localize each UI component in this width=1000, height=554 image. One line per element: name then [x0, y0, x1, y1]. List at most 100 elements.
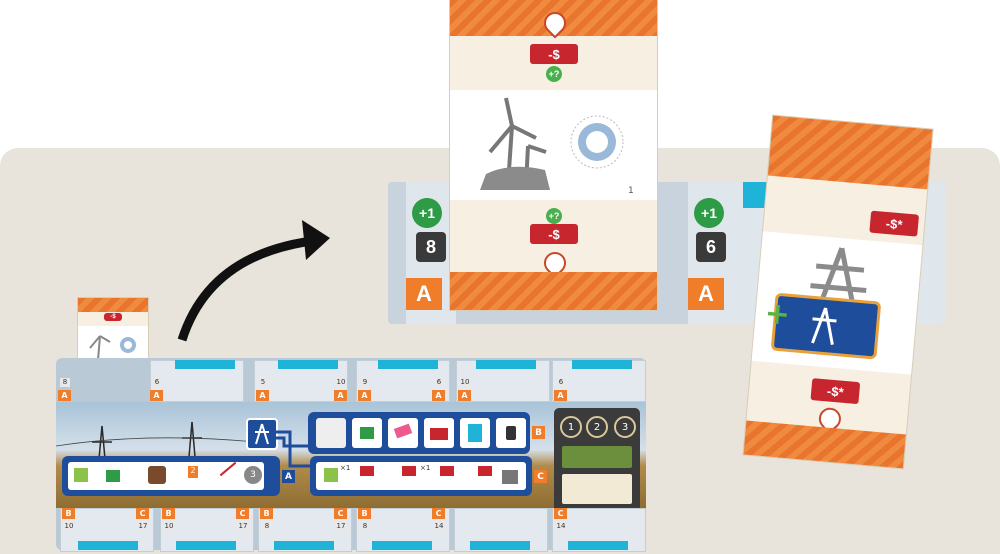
track-label: B [532, 426, 545, 439]
cyan-strip [470, 541, 530, 550]
tile-center: 1 [450, 90, 657, 200]
zone-label: C [334, 508, 347, 519]
track-space[interactable] [388, 418, 418, 448]
track-space[interactable] [316, 418, 346, 448]
round-circle: 2 [586, 416, 608, 438]
zone-label: A [432, 390, 445, 401]
factory-icon [502, 470, 518, 484]
cyan-strip [378, 360, 438, 369]
round-info-panel: 1 2 3 [554, 408, 640, 512]
slot-cost: 9 [360, 378, 370, 387]
cyan-strip [572, 360, 632, 369]
green-bonus-icon: +? [546, 66, 562, 82]
slot-cost: 17 [238, 522, 248, 531]
cost-chip-icon [440, 466, 454, 476]
cyan-strip [176, 541, 236, 550]
track-space[interactable] [460, 418, 490, 448]
cyan-strip [274, 541, 334, 550]
round-token: 3 [244, 466, 262, 484]
cyan-strip [568, 541, 628, 550]
zone-label: A [358, 390, 371, 401]
track-space[interactable] [424, 418, 454, 448]
track-space[interactable] [496, 418, 526, 448]
multiplier: ×1 [340, 464, 351, 472]
track-space[interactable] [352, 418, 382, 448]
pylon-icon [255, 423, 269, 445]
slot-cost: 17 [138, 522, 148, 531]
upper-track [308, 412, 530, 454]
slot-cost: 14 [434, 522, 444, 531]
green-bonus-badge: +1 [694, 198, 724, 228]
wind-turbine-tile-large[interactable]: -$ +? 1 +? -$ [450, 0, 657, 310]
zone-a-label: A [406, 278, 442, 310]
zone-label: C [136, 508, 149, 519]
cost-banner: -$* [869, 210, 920, 237]
leaf-icon [324, 468, 338, 482]
multiplier: ×1 [420, 464, 431, 472]
cost-banner: -$* [810, 378, 861, 405]
zone-label: B [260, 508, 273, 519]
curved-arrow-icon [177, 220, 330, 342]
card-icons-row [562, 446, 632, 468]
plus-icon: + [763, 295, 792, 333]
cyan-strip [175, 360, 235, 369]
tile-center [78, 326, 148, 364]
lower-right-track: ×1 ×1 [310, 456, 532, 496]
wind-turbine-icon [89, 335, 136, 361]
slot-cost: 10 [164, 522, 174, 531]
pylon-tile-tilted[interactable]: -$* + -$* [743, 115, 933, 469]
phone-icon [506, 426, 516, 440]
track-connector [272, 430, 310, 468]
score-chip: 2 [188, 466, 198, 478]
striped-bottom [450, 272, 657, 310]
striped-top [78, 298, 148, 312]
round-circle: 1 [560, 416, 582, 438]
pylon-start-token[interactable] [246, 418, 278, 450]
building-icon [360, 427, 374, 439]
striped-top [767, 115, 933, 190]
track-label: C [534, 470, 547, 483]
zone-label: A [334, 390, 347, 401]
slot-cost: 10 [64, 522, 74, 531]
zone-label: B [358, 508, 371, 519]
zone-label: A [58, 390, 71, 401]
zone-label: A [458, 390, 471, 401]
cost-banner: -$ [530, 44, 578, 64]
slot-cost: 6 [434, 378, 444, 387]
solar-icon [74, 468, 88, 482]
slot-cost: 8 [360, 522, 370, 531]
tile-number: 1 [628, 186, 634, 196]
zone-label: C [432, 508, 445, 519]
scoring-icons [562, 474, 632, 504]
hand-icon [148, 466, 166, 484]
zone-a-label: A [688, 278, 724, 310]
slot-cost: 5 [258, 378, 268, 387]
cost-chip-icon [360, 466, 374, 476]
zone-label: B [62, 508, 75, 519]
pylon-icon [811, 307, 837, 345]
zone-label: A [150, 390, 163, 401]
cost-badge: 6 [696, 232, 726, 262]
cost-banner: -$ [104, 313, 122, 321]
round-circle: 3 [614, 416, 636, 438]
slot-cost: 8 [262, 522, 272, 531]
green-bonus-badge: +1 [412, 198, 442, 228]
green-bonus-icon: +? [546, 208, 562, 224]
cyan-strip [476, 360, 536, 369]
factory-icon [430, 428, 448, 440]
slot-cost: 8 [60, 378, 70, 387]
flag-icon [393, 423, 413, 439]
cost-chip-icon [478, 466, 492, 476]
slot-cost: 17 [336, 522, 346, 531]
build-pylon-action[interactable]: + [763, 292, 882, 360]
zone-label: A [256, 390, 269, 401]
slot-cost: 6 [152, 378, 162, 387]
slash-icon [219, 461, 237, 477]
zone-label: C [554, 508, 567, 519]
cost-chip-icon [402, 466, 416, 476]
zone-label: A [554, 390, 567, 401]
track-panel: ×1 ×1 [316, 462, 526, 490]
zone-label: C [236, 508, 249, 519]
wind-turbine-icon [480, 97, 624, 190]
cyan-strip [78, 541, 138, 550]
